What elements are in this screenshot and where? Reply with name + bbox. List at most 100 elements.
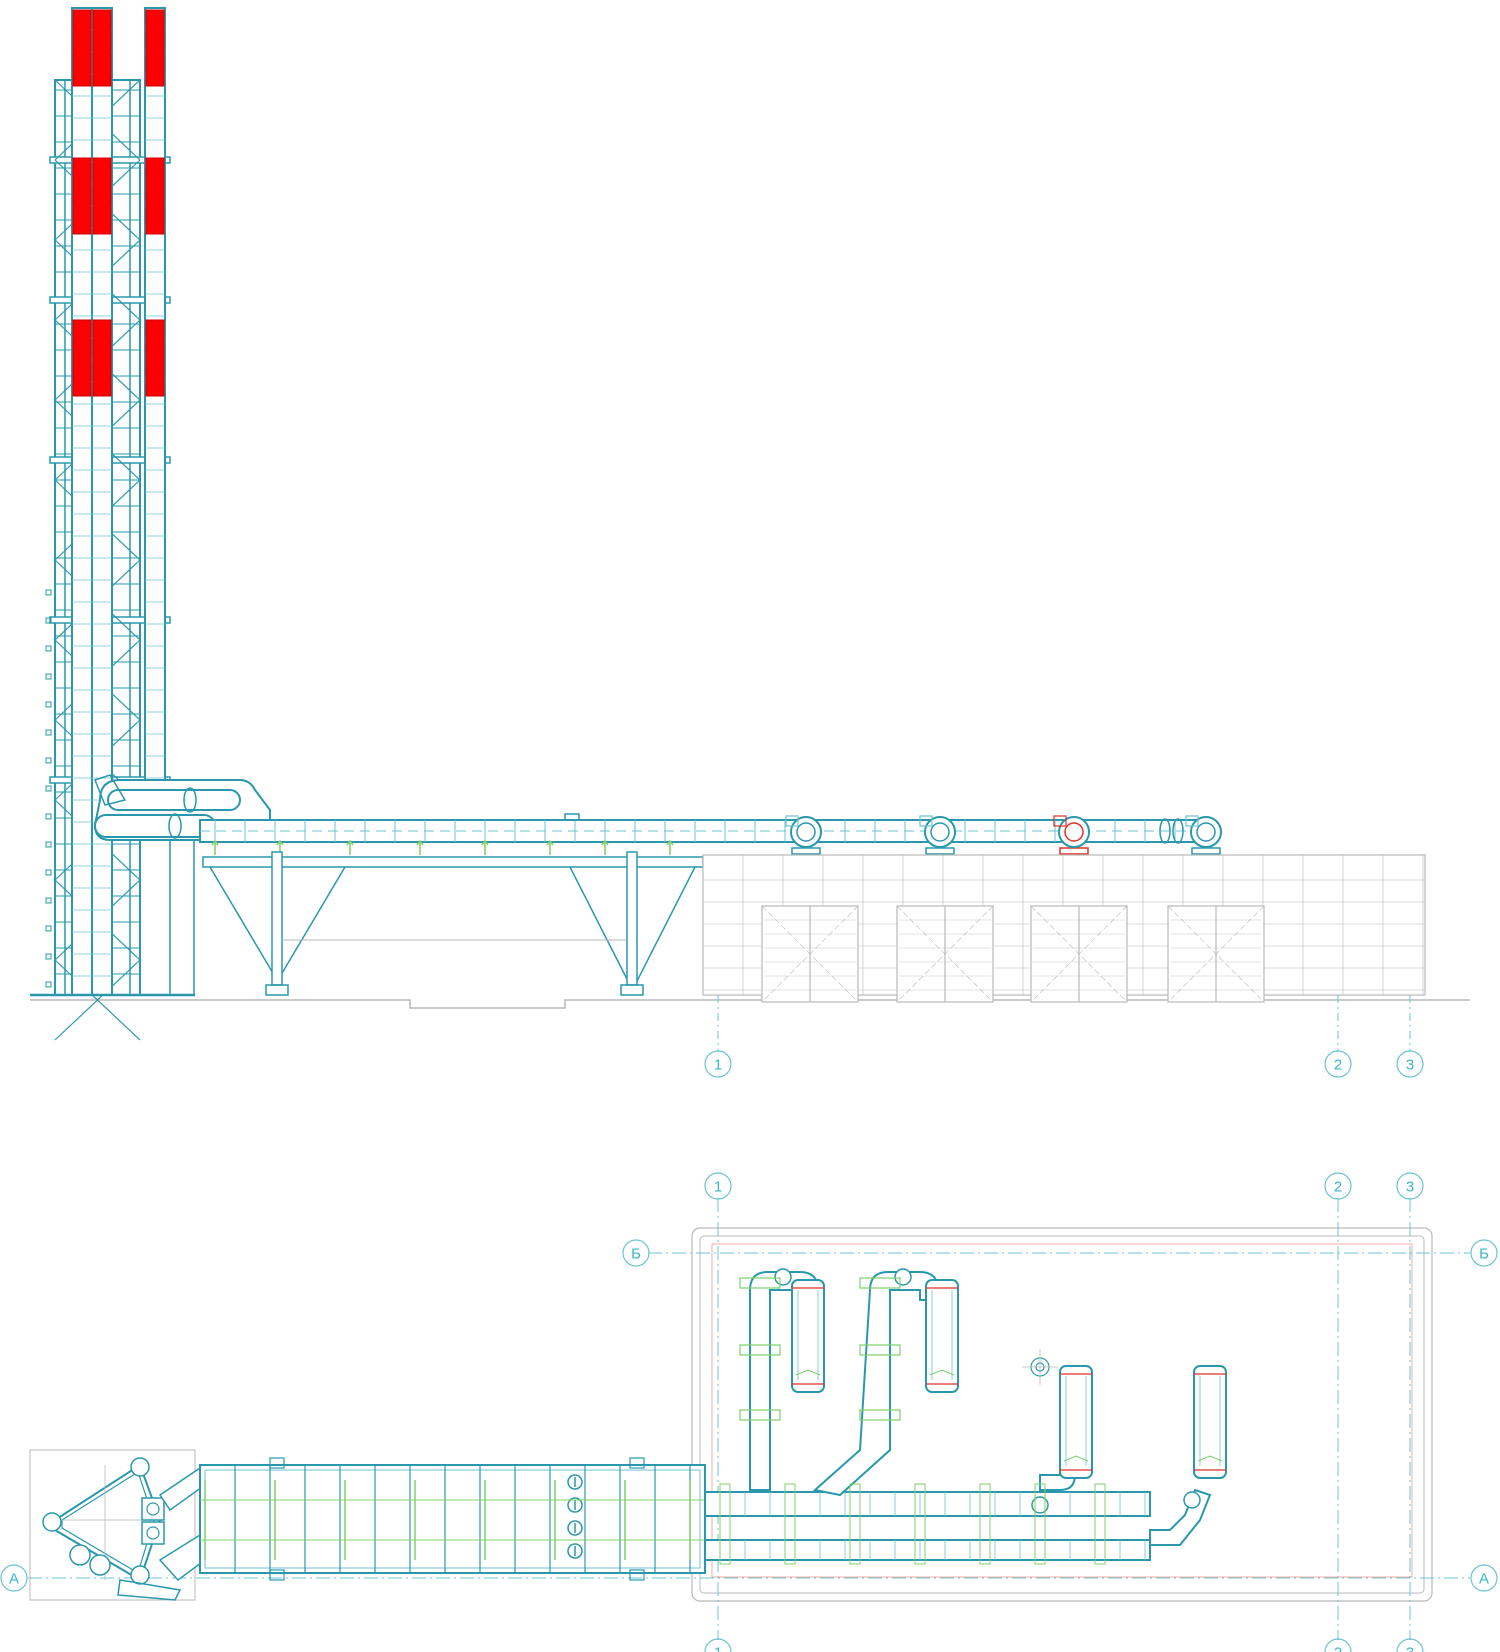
- axis-bubble-plan-top-3: 3: [1396, 1172, 1424, 1200]
- chimney-red-bands: [72, 9, 165, 397]
- filter-body: [1059, 1365, 1093, 1479]
- axis-label: 3: [1406, 1179, 1414, 1196]
- duct-support: [914, 1483, 926, 1565]
- stack-1: [71, 7, 93, 996]
- axis-bubble-elev-1: 1: [704, 1050, 732, 1078]
- plan-duct-run: [199, 1457, 1151, 1581]
- plan-dampers: [567, 1474, 583, 1559]
- axis-label: А: [9, 1571, 19, 1588]
- ladder-rung: [45, 981, 52, 988]
- elevation-axes: 1 2 3: [704, 995, 1424, 1078]
- ladder-rung: [45, 813, 52, 820]
- filter-body: [1193, 1365, 1227, 1479]
- axis-bubble-row-a-right: А: [1470, 1564, 1498, 1592]
- plan-flange: [269, 1569, 285, 1581]
- red-band-3c: [145, 319, 165, 397]
- ladder-rung: [45, 617, 52, 624]
- fan-outlet: [785, 815, 799, 827]
- red-band-3a: [72, 319, 92, 397]
- plan-duct-bays: [199, 1457, 691, 1581]
- branch-support: [739, 1277, 781, 1289]
- axis-bubble-plan-bottom-1: 1: [704, 1638, 732, 1652]
- tower-ladder: [45, 589, 52, 988]
- axis-label: 2: [1334, 1179, 1342, 1196]
- gate-cross: [1030, 905, 1128, 1003]
- axis-label: А: [1479, 1571, 1489, 1588]
- axis-bubble-row-b-left: Б: [622, 1239, 650, 1267]
- red-band-2a: [72, 157, 92, 235]
- duct-support: [1094, 1483, 1106, 1565]
- plan-building-inner: [711, 1243, 1413, 1578]
- gate-cross: [1167, 905, 1265, 1003]
- ladder-rung: [45, 729, 52, 736]
- fan-impeller: [1196, 822, 1216, 842]
- ladder-rung: [45, 589, 52, 596]
- main-duct-elevation: [199, 813, 1201, 844]
- gate-cross: [896, 905, 994, 1003]
- chimney-tower: [30, 7, 195, 1041]
- ladder-rung: [45, 673, 52, 680]
- duct-support: [1034, 1483, 1046, 1565]
- filter-unit: [1193, 1365, 1227, 1479]
- axis-bubble-plan-top-2: 2: [1324, 1172, 1352, 1200]
- filter-mark: [795, 1369, 821, 1376]
- filter-unit: [791, 1279, 825, 1393]
- plan-row-axes: Б Б А А: [0, 1239, 1498, 1592]
- ladder-rung: [45, 925, 52, 932]
- ground-line: [30, 999, 1470, 1009]
- ladder-rung: [45, 841, 52, 848]
- plan-filters: [791, 1279, 1227, 1479]
- fan-impeller: [1064, 822, 1084, 842]
- support-arrow-head: [416, 839, 424, 846]
- plan-building-wall: [699, 1235, 1425, 1594]
- axis-bubble-plan-bottom-3: 3: [1396, 1638, 1424, 1652]
- filter-body: [791, 1279, 825, 1393]
- fan-housing: [1058, 816, 1090, 848]
- building-gate: [896, 905, 994, 1003]
- axis-bubble-row-a-left: А: [0, 1564, 28, 1592]
- elevation-view: 1 2 3: [30, 7, 1470, 1078]
- plan-view: 1 2 3 1 2 3: [0, 1172, 1498, 1652]
- building-gate: [1167, 905, 1265, 1003]
- plan-axes-bottom: 1 2 3: [704, 1638, 1424, 1652]
- support-arrow-head: [276, 839, 284, 846]
- filter-mark: [1063, 1455, 1089, 1462]
- support-arrow-head: [601, 839, 609, 846]
- duct-overpass: [202, 851, 704, 996]
- axis-bubble-plan-bottom-2: 2: [1324, 1638, 1352, 1652]
- duct-support: [719, 1483, 731, 1565]
- axis-label: 1: [714, 1057, 722, 1074]
- support-arrow-head: [346, 839, 354, 846]
- axis-bubble-elev-2: 2: [1324, 1050, 1352, 1078]
- fan-outlet: [1053, 815, 1067, 827]
- ladder-rung: [45, 897, 52, 904]
- crosshair-symbol: [1022, 1349, 1058, 1385]
- red-band-2c: [145, 157, 165, 235]
- axis-bubble-row-b-right: Б: [1470, 1239, 1498, 1267]
- gate-cross: [761, 905, 859, 1003]
- filter-unit: [925, 1279, 959, 1393]
- axis-label: 1: [714, 1179, 722, 1196]
- support-arrow-head: [666, 839, 674, 846]
- branch-support: [739, 1344, 781, 1356]
- red-band-1c: [145, 9, 165, 87]
- red-band-3b: [92, 319, 112, 397]
- building-facade: [702, 854, 1426, 1003]
- plan-flange: [629, 1457, 645, 1469]
- fan-base: [1191, 847, 1221, 855]
- axis-bubble-plan-top-1: 1: [704, 1172, 732, 1200]
- branch-support: [739, 1409, 781, 1421]
- ladder-rung: [45, 757, 52, 764]
- stack-3: [144, 7, 166, 799]
- tower-brace: [54, 959, 141, 1041]
- stack-2: [91, 7, 113, 996]
- axis-label: Б: [1479, 1246, 1489, 1263]
- fan-impeller: [930, 822, 950, 842]
- fan-base: [791, 847, 821, 855]
- building-gate: [1030, 905, 1128, 1003]
- duct-support: [979, 1483, 991, 1565]
- red-band-1a: [72, 9, 92, 87]
- red-band-2b: [92, 157, 112, 235]
- axis-label: 3: [1406, 1057, 1414, 1074]
- fan-housing: [1190, 816, 1222, 848]
